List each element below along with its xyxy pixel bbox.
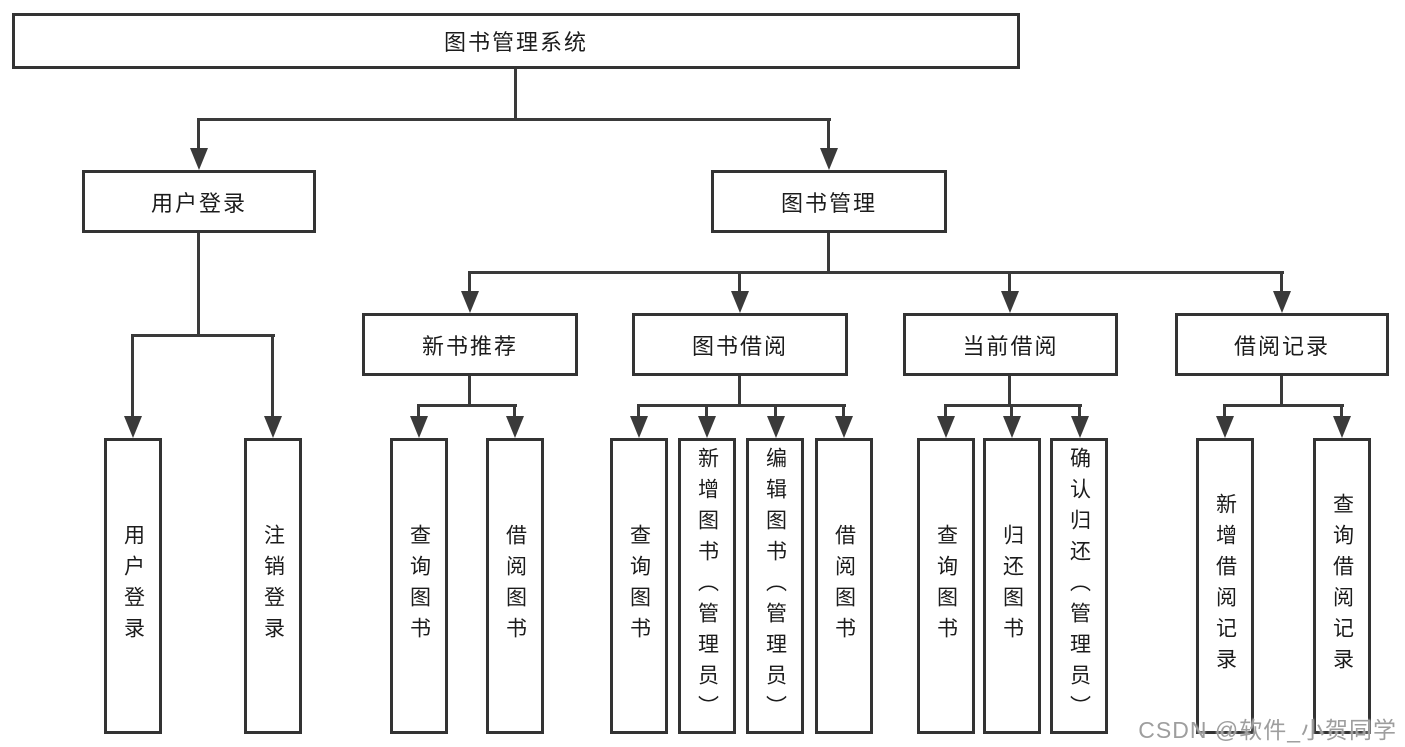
connector-line	[1280, 376, 1283, 406]
node-book-borrowing: 图书借阅	[632, 313, 848, 376]
connector-line	[944, 404, 947, 416]
leaf-label: 查询图书	[407, 524, 431, 648]
connector-line	[1340, 404, 1343, 416]
connector-line	[197, 233, 200, 336]
leaf-label: 用户登录	[121, 524, 145, 648]
connector-line	[197, 118, 200, 148]
connector-line	[271, 334, 274, 416]
connector-line	[842, 404, 845, 416]
node-borrowing-records: 借阅记录	[1175, 313, 1389, 376]
connector-line	[514, 69, 517, 119]
connector-line	[1078, 404, 1081, 416]
arrow-down-icon	[937, 416, 955, 438]
leaf-borrow-borrow-books: 借阅图书	[815, 438, 873, 734]
arrow-down-icon	[1003, 416, 1021, 438]
connector-line	[197, 118, 831, 121]
arrow-down-icon	[1273, 291, 1291, 313]
arrow-down-icon	[190, 148, 208, 170]
arrow-down-icon	[630, 416, 648, 438]
arrow-down-icon	[1333, 416, 1351, 438]
connector-line	[738, 271, 741, 291]
leaf-current-query-books: 查询图书	[917, 438, 975, 734]
connector-line	[1223, 404, 1344, 407]
leaf-borrow-edit-books-admin: 编辑图书（管理员）	[746, 438, 804, 734]
arrow-down-icon	[124, 416, 142, 438]
leaf-newbook-borrow-books: 借阅图书	[486, 438, 544, 734]
arrow-down-icon	[410, 416, 428, 438]
leaf-borrow-query-books: 查询图书	[610, 438, 668, 734]
connector-line	[131, 334, 134, 416]
node-label: 当前借阅	[962, 333, 1059, 359]
connector-line	[827, 233, 830, 273]
node-new-book-recommend: 新书推荐	[362, 313, 578, 376]
arrow-down-icon	[506, 416, 524, 438]
leaf-label: 注销登录	[261, 524, 285, 648]
arrow-down-icon	[1071, 416, 1089, 438]
connector-line	[513, 404, 516, 416]
leaf-logout: 注销登录	[244, 438, 302, 734]
connector-line	[1223, 404, 1226, 416]
connector-line	[738, 376, 741, 406]
arrow-down-icon	[264, 416, 282, 438]
connector-line	[417, 404, 517, 407]
node-label: 用户登录	[150, 190, 247, 216]
leaf-records-query-record: 查询借阅记录	[1313, 438, 1371, 734]
connector-line	[637, 404, 846, 407]
connector-line	[774, 404, 777, 416]
arrow-down-icon	[461, 291, 479, 313]
connector-line	[468, 271, 1284, 274]
node-label: 图书借阅	[691, 333, 788, 359]
csdn-watermark: CSDN @软件_小贺同学	[1138, 717, 1397, 743]
leaf-label: 归还图书	[1000, 524, 1024, 648]
connector-line	[417, 404, 420, 416]
leaf-label: 编辑图书（管理员）	[763, 446, 787, 726]
node-label: 借阅记录	[1233, 333, 1330, 359]
leaf-borrow-add-books-admin: 新增图书（管理员）	[678, 438, 736, 734]
arrow-down-icon	[698, 416, 716, 438]
arrow-down-icon	[767, 416, 785, 438]
leaf-current-return-books: 归还图书	[983, 438, 1041, 734]
connector-line	[1010, 404, 1013, 416]
node-user-login: 用户登录	[82, 170, 316, 233]
leaf-label: 确认归还（管理员）	[1067, 446, 1091, 726]
node-current-borrowing: 当前借阅	[903, 313, 1118, 376]
leaf-user-login: 用户登录	[104, 438, 162, 734]
node-book-management: 图书管理	[711, 170, 947, 233]
leaf-label: 查询图书	[934, 524, 958, 648]
leaf-label: 查询图书	[627, 524, 651, 648]
arrow-down-icon	[835, 416, 853, 438]
leaf-newbook-query-books: 查询图书	[390, 438, 448, 734]
node-label: 图书管理	[780, 190, 877, 216]
leaf-label: 借阅图书	[832, 524, 856, 648]
connector-line	[637, 404, 640, 416]
arrow-down-icon	[1216, 416, 1234, 438]
leaf-label: 借阅图书	[503, 524, 527, 648]
leaf-label: 新增借阅记录	[1213, 493, 1237, 679]
connector-line	[827, 118, 830, 148]
arrow-down-icon	[820, 148, 838, 170]
connector-line	[1008, 376, 1011, 406]
connector-line	[1008, 271, 1011, 291]
connector-line	[468, 271, 471, 291]
connector-line	[468, 376, 471, 406]
leaf-records-add-record: 新增借阅记录	[1196, 438, 1254, 734]
node-label: 图书管理系统	[443, 30, 588, 55]
leaf-label: 新增图书（管理员）	[695, 446, 719, 726]
connector-line	[131, 334, 275, 337]
connector-line	[1280, 271, 1283, 291]
arrow-down-icon	[1001, 291, 1019, 313]
connector-line	[944, 404, 1082, 407]
leaf-current-confirm-return-admin: 确认归还（管理员）	[1050, 438, 1108, 734]
leaf-label: 查询借阅记录	[1330, 493, 1354, 679]
node-label: 新书推荐	[421, 333, 518, 359]
node-library-management-system: 图书管理系统	[12, 13, 1020, 69]
arrow-down-icon	[731, 291, 749, 313]
connector-line	[705, 404, 708, 416]
